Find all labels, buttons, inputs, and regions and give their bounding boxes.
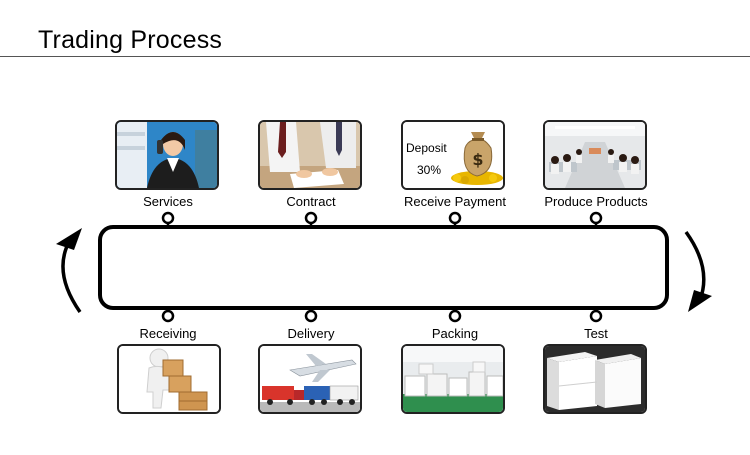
step-label-test: Test (584, 326, 608, 341)
step-label-contract: Contract (286, 194, 336, 209)
step-label-receiving: Receiving (139, 326, 197, 341)
cycle-arrow-left-head (56, 228, 82, 250)
connector-services (161, 211, 175, 225)
money-bag-image: $ Deposit 30% (401, 120, 505, 190)
connector-contract (304, 211, 318, 225)
step-label-packing: Packing (431, 326, 479, 341)
warehouse-packages-image (401, 344, 505, 414)
step-label-produce-products: Produce Products (544, 194, 648, 209)
title-divider (0, 56, 750, 57)
connector-receiving (161, 309, 175, 323)
cycle-arrow-left (61, 239, 82, 314)
connector-test (589, 309, 603, 323)
svg-text:$: $ (472, 150, 483, 169)
contract-signing-image (258, 120, 362, 190)
connector-receive-payment (448, 211, 462, 225)
step-label-receive-payment: Receive Payment (404, 194, 506, 209)
process-loop-box (98, 225, 669, 310)
factory-workers-image (543, 120, 647, 190)
customer-service-image (115, 120, 219, 190)
page-title: Trading Process (38, 26, 223, 54)
step-label-delivery: Delivery (287, 326, 335, 341)
person-carrying-boxes-image (117, 344, 221, 414)
cycle-arrow-right (684, 230, 706, 301)
connector-packing (448, 309, 462, 323)
step-label-services: Services (143, 194, 193, 209)
plane-and-trucks-image (258, 344, 362, 414)
cycle-arrow-right-head (688, 290, 712, 312)
connector-delivery (304, 309, 318, 323)
connector-produce-products (589, 211, 603, 225)
deposit-text: Deposit (406, 141, 447, 155)
deposit-percent-text: 30% (417, 163, 442, 177)
white-boxes-image (543, 344, 647, 414)
